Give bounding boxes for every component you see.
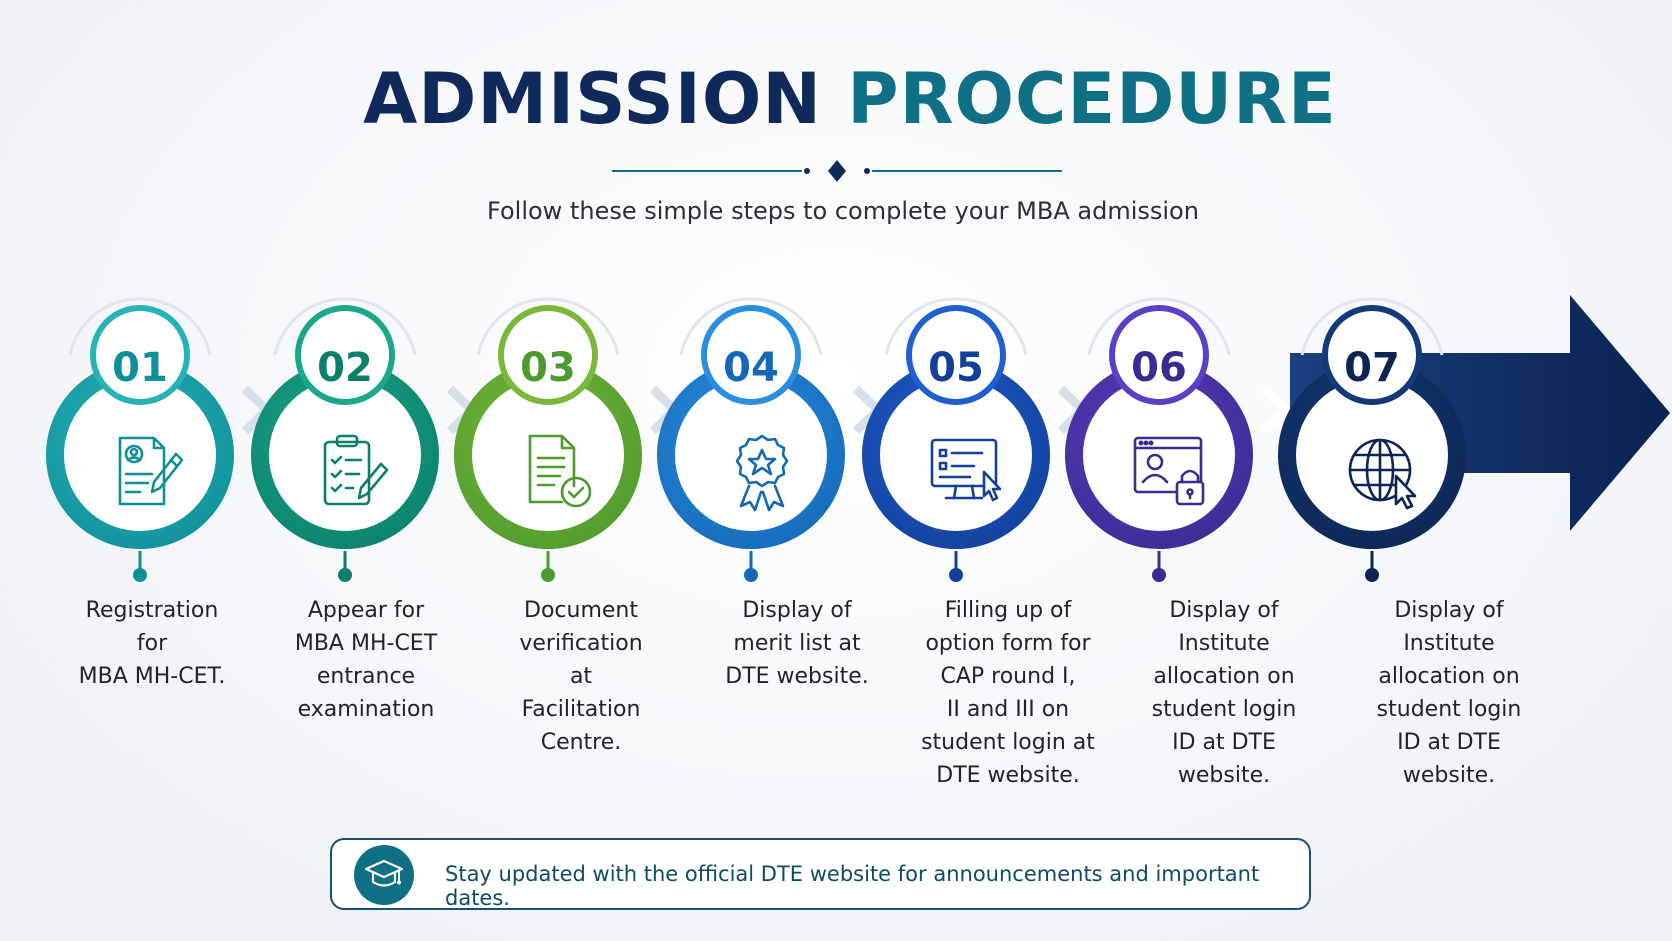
step-number: 06 — [1131, 345, 1187, 391]
subtitle: Follow these simple steps to complete yo… — [487, 197, 1199, 225]
title-divider — [612, 160, 1062, 182]
globe-cursor-icon — [1342, 430, 1424, 512]
step-number: 01 — [112, 345, 168, 391]
step-description: Display of Institute allocation on stude… — [1151, 598, 1297, 788]
page-title: ADMISSION PROCEDURE — [0, 58, 1672, 140]
step-badge — [251, 297, 439, 582]
document-check-icon — [518, 430, 600, 512]
notice-box: Stay updated with the official DTE websi… — [330, 838, 1311, 910]
step-number: 02 — [317, 345, 373, 391]
step-04: 04 — [655, 295, 875, 595]
step-07: 07 — [1276, 295, 1496, 595]
step-number: 07 — [1344, 345, 1400, 391]
computer-form-icon — [926, 430, 1008, 512]
registration-form-icon — [110, 430, 192, 512]
step-badge — [46, 297, 234, 582]
chevron-right-icon — [1258, 385, 1294, 439]
step-06: 06 — [1063, 295, 1283, 595]
step-badge — [454, 297, 642, 582]
step-badge — [657, 297, 845, 582]
step-description: Document verification at Facilitation Ce… — [519, 598, 643, 755]
title-part-admission: ADMISSION — [363, 58, 822, 140]
step-number: 04 — [723, 345, 779, 391]
step-05: 05 — [860, 295, 1080, 595]
step-number: 05 — [928, 345, 984, 391]
login-lock-icon — [1129, 430, 1211, 512]
award-ribbon-icon — [721, 430, 803, 512]
step-02: 02 — [249, 295, 469, 595]
step-description: Display of merit list at DTE website. — [725, 598, 869, 689]
graduation-cap-icon — [354, 845, 414, 905]
step-number: 03 — [520, 345, 576, 391]
step-description: Appear for MBA MH-CET entrance examinati… — [294, 598, 438, 722]
step-01: 01 — [44, 295, 264, 595]
title-part-procedure: PROCEDURE — [847, 58, 1337, 140]
step-description: Registration for MBA MH-CET. — [78, 598, 226, 689]
step-description: Filling up of option form for CAP round … — [921, 598, 1095, 788]
clipboard-checklist-icon — [315, 430, 397, 512]
step-03: 03 — [452, 295, 672, 595]
step-description: Display of Institute allocation on stude… — [1376, 598, 1522, 788]
notice-message: Stay updated with the official DTE websi… — [445, 862, 1260, 910]
